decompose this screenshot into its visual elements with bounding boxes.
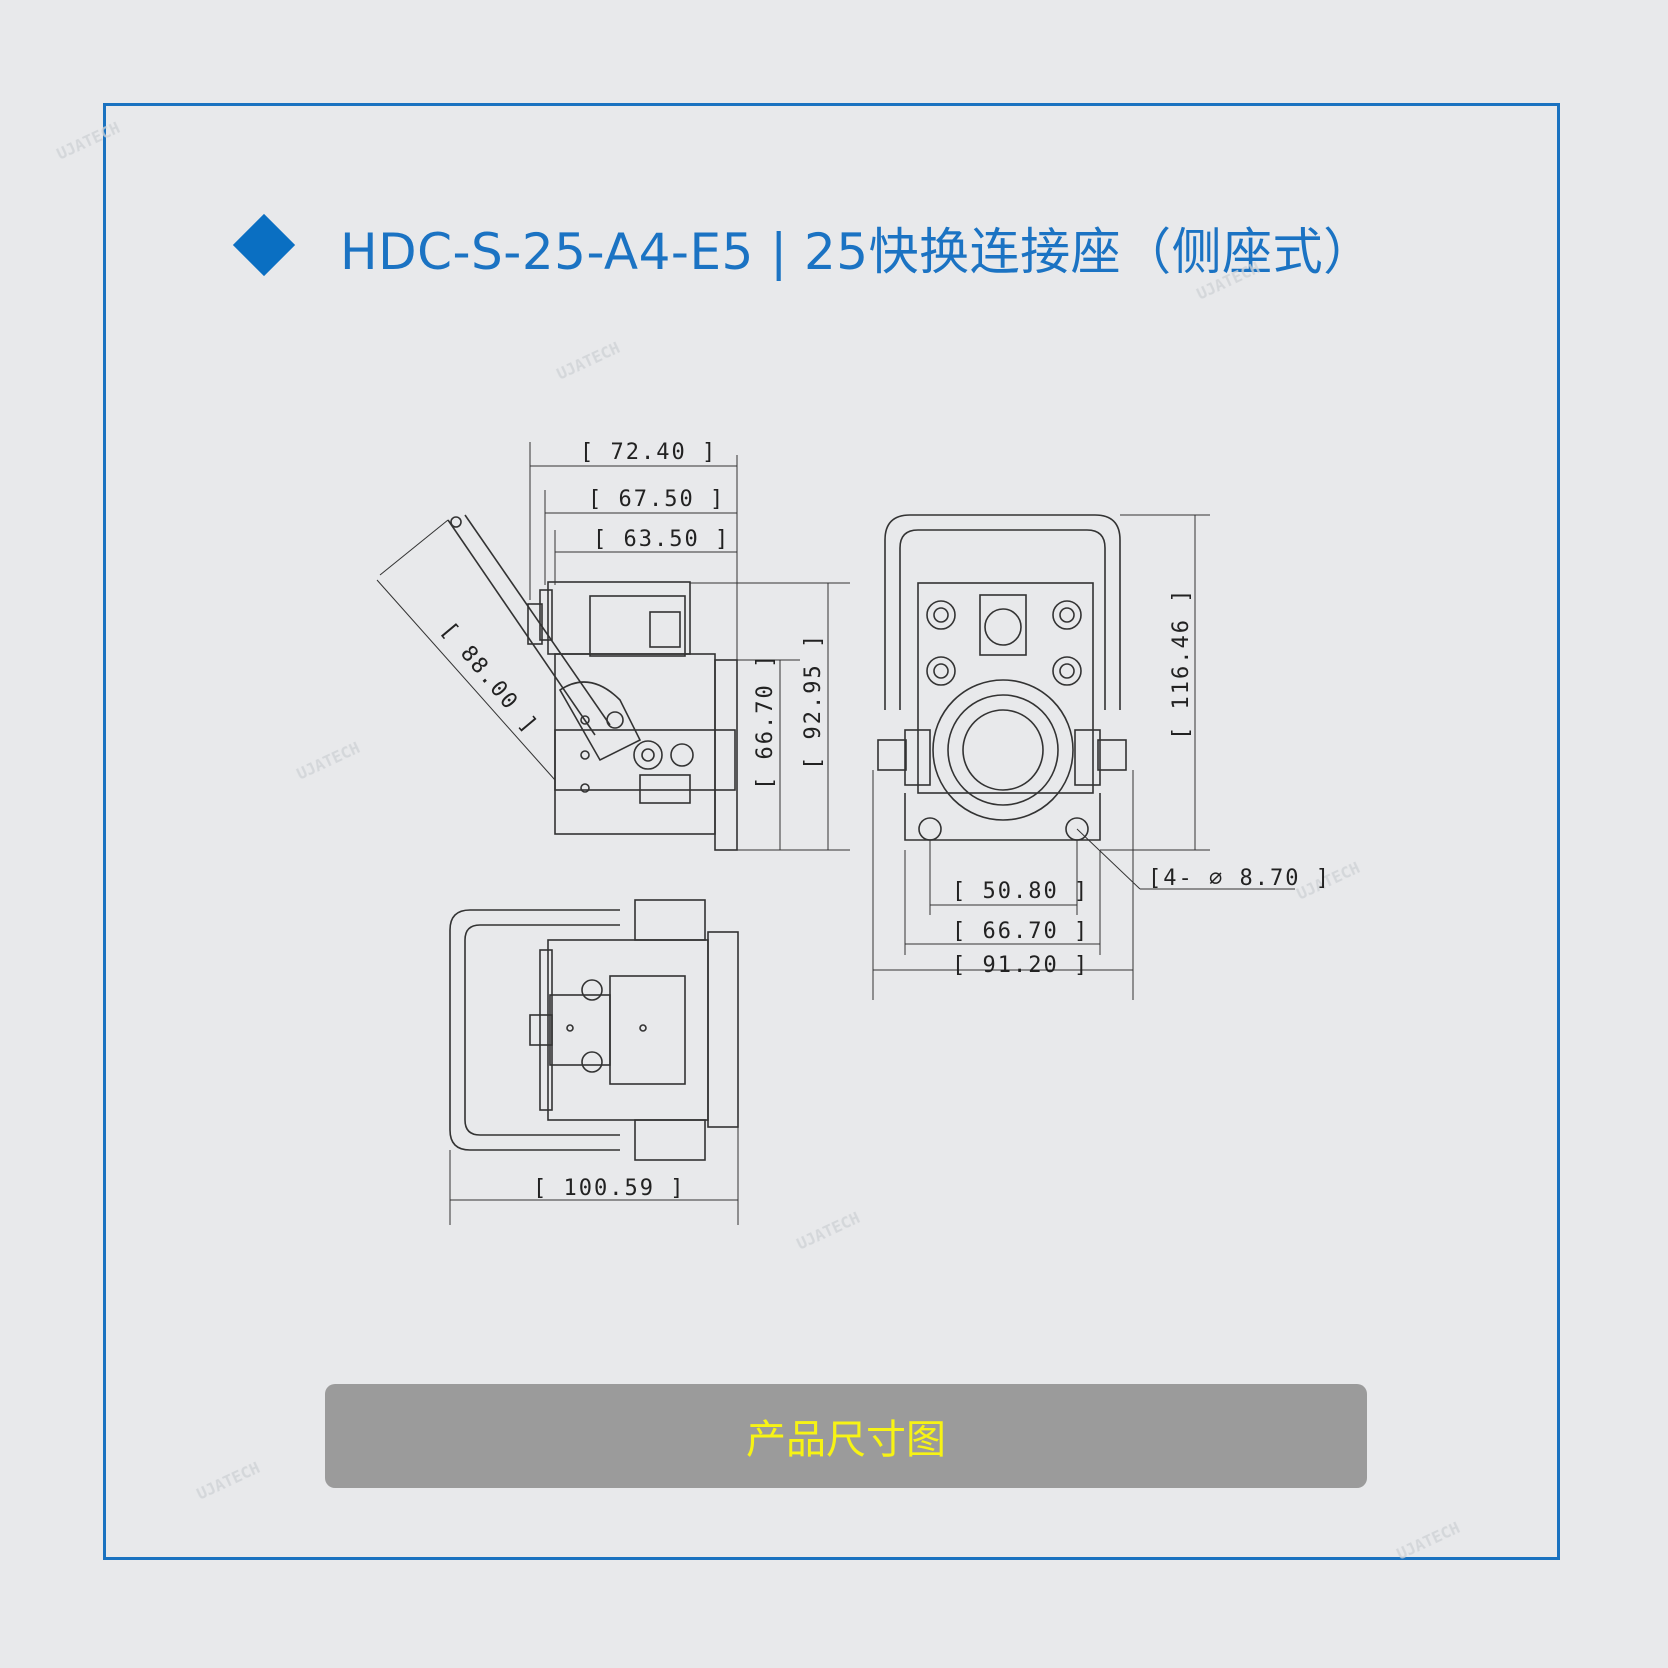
dim-label: [ 67.50 ]: [588, 487, 725, 512]
dim-label: [ 66.70 ]: [952, 919, 1089, 944]
watermark-text: UJATECH: [194, 1458, 263, 1504]
page-title: HDC-S-25-A4-E5 | 25快换连接座（侧座式）: [340, 223, 1374, 281]
watermark-layer: UJATECH UJATECH UJATECH UJATECH UJATECH …: [54, 118, 1463, 1564]
top-view: [449, 899, 739, 1225]
dim-label: [ 91.20 ]: [952, 953, 1089, 978]
dim-label: [ 100.59 ]: [533, 1176, 685, 1201]
border-frame: [103, 103, 1560, 1560]
dim-label: [ 63.50 ]: [593, 527, 730, 552]
dim-label: [4- ⌀ 8.70 ]: [1148, 866, 1331, 891]
dim-label: [ 66.70 ]: [753, 653, 778, 790]
watermark-text: UJATECH: [1394, 1518, 1463, 1564]
dim-label: [ 50.80 ]: [952, 879, 1089, 904]
side-view: [376, 442, 850, 851]
dim-label: [ 92.95 ]: [801, 633, 826, 770]
watermark-text: UJATECH: [294, 738, 363, 784]
caption-label: 产品尺寸图: [746, 1417, 946, 1463]
watermark-text: UJATECH: [554, 338, 623, 384]
caption-bar: 产品尺寸图: [325, 1384, 1367, 1488]
watermark-text: UJATECH: [54, 118, 123, 164]
watermark-text: UJATECH: [1194, 258, 1263, 304]
dim-label: [ 72.40 ]: [580, 440, 717, 465]
front-view: [872, 514, 1295, 1000]
watermark-text: UJATECH: [794, 1208, 863, 1254]
dim-label: [ 116.46 ]: [1169, 588, 1194, 740]
